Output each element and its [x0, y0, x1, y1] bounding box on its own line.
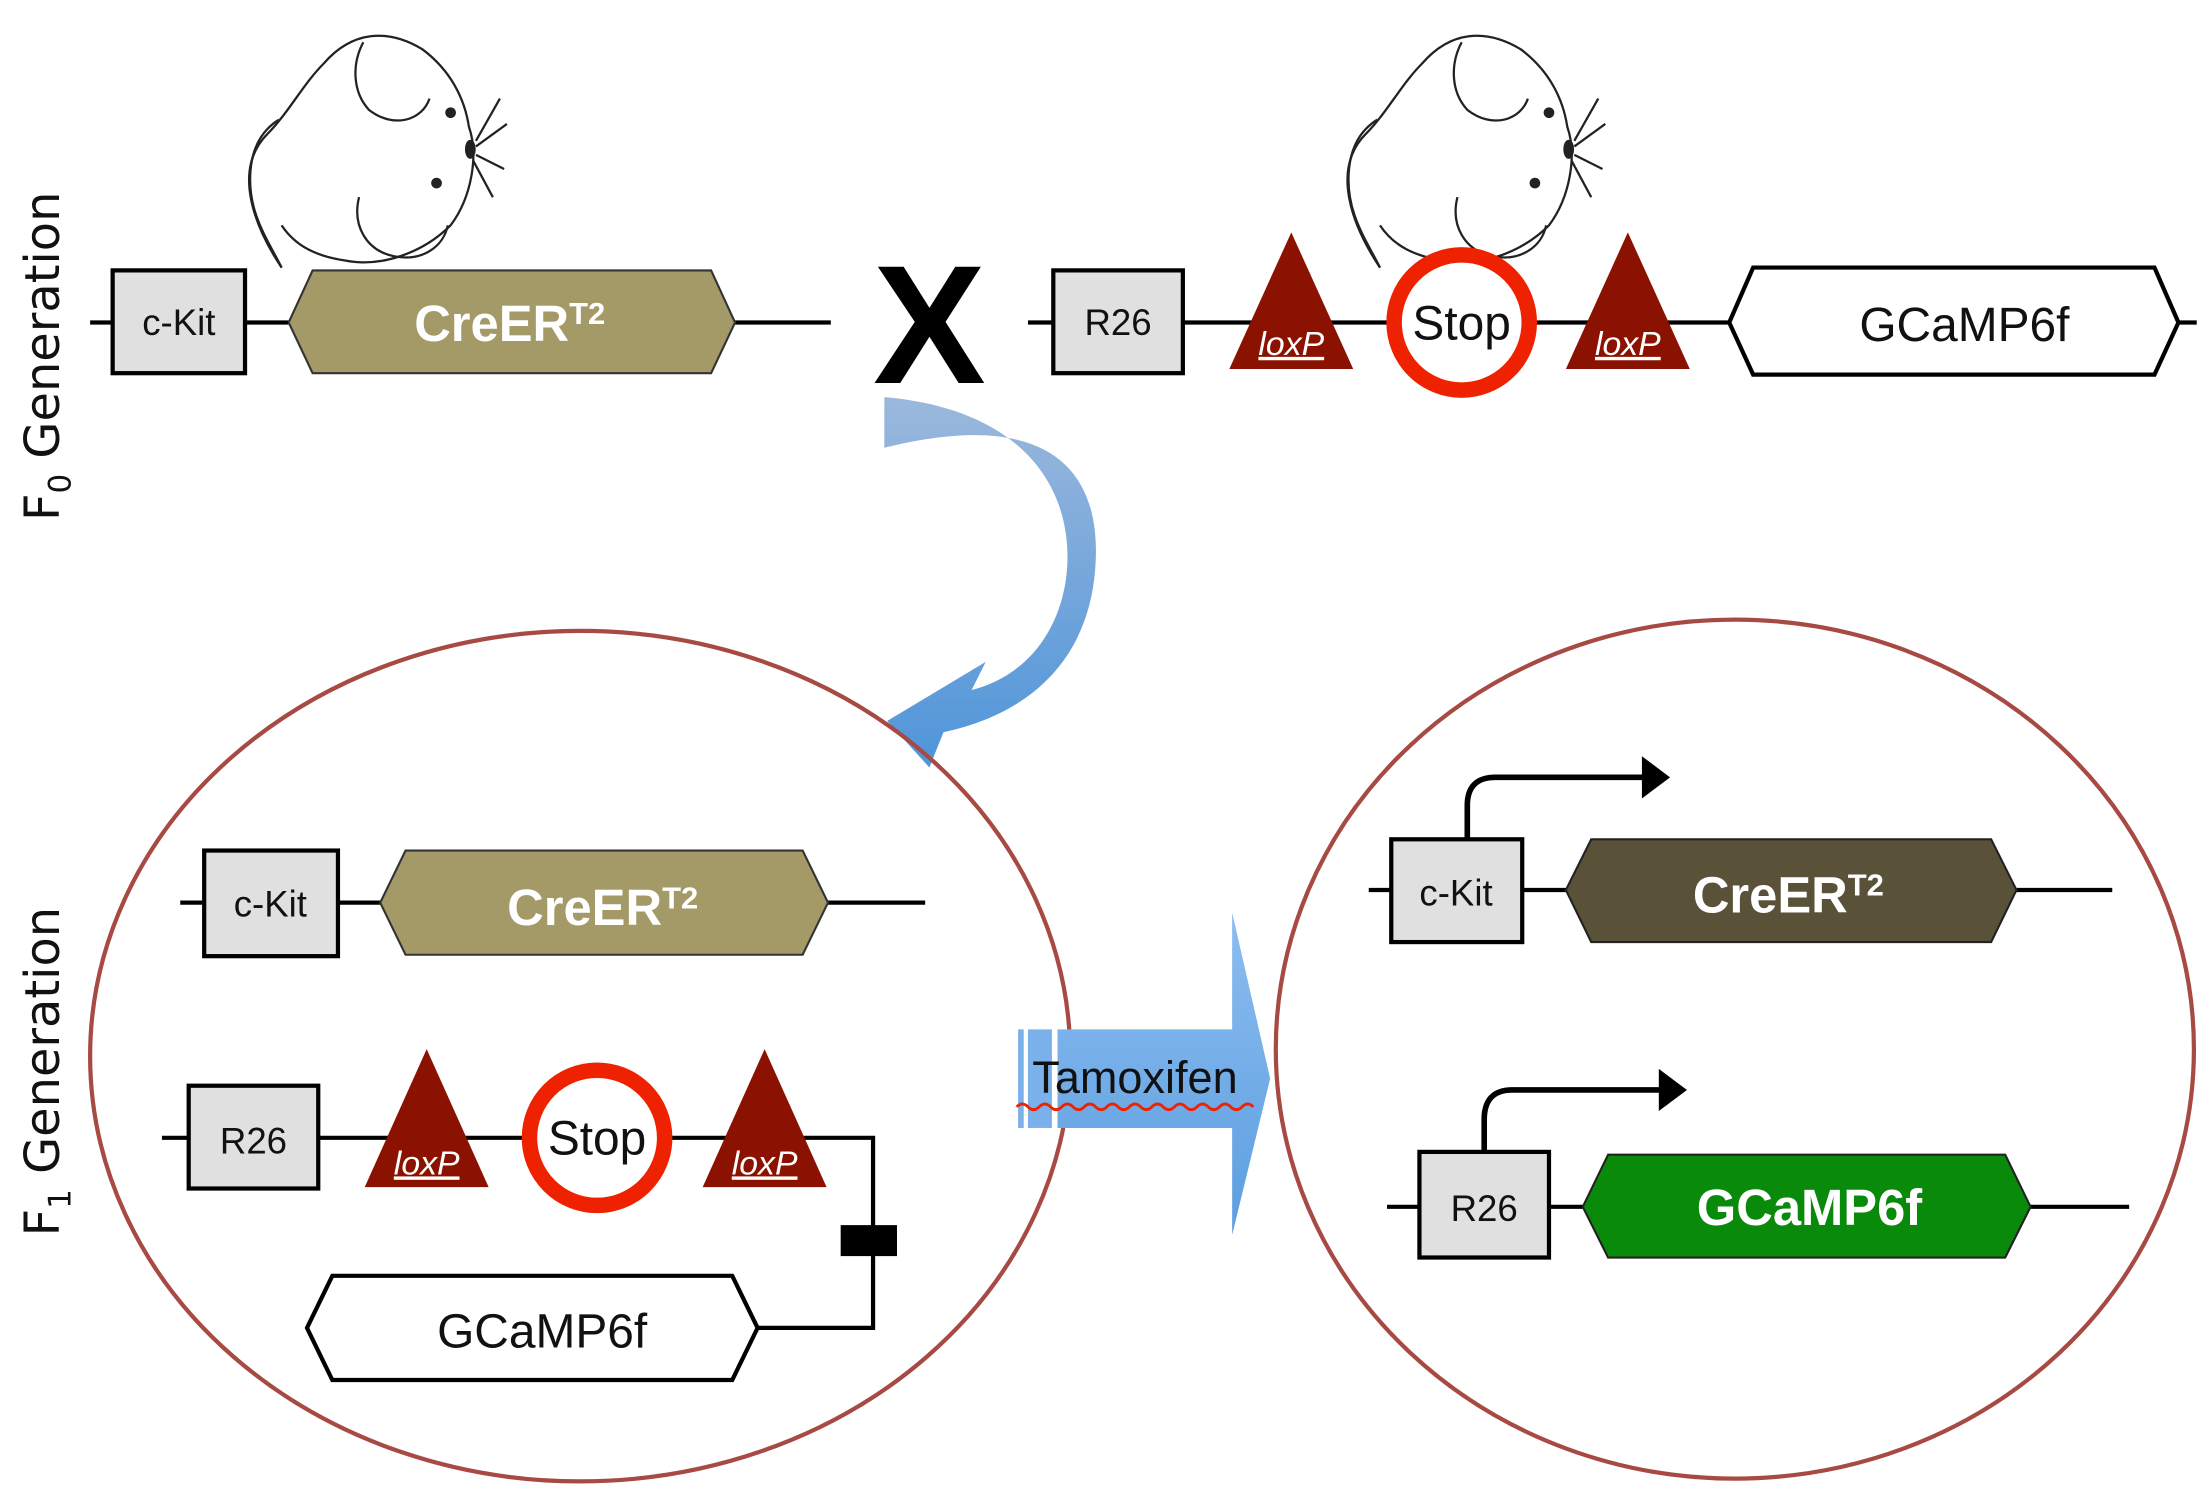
stop-label: Stop [548, 1113, 646, 1166]
promoter-label: c-Kit [234, 884, 307, 925]
gene-label: GCaMP6f [1697, 1179, 1922, 1236]
loxp-triangle [702, 1049, 827, 1188]
creer-gene-active [1564, 838, 2018, 944]
cross-symbol: X [873, 230, 986, 419]
promoter-box [110, 268, 248, 376]
promoter-label: c-Kit [1419, 872, 1492, 913]
loxp-label: loxP [1595, 325, 1661, 363]
stop-cassette [1386, 247, 1538, 398]
gcamp-gene [304, 1273, 760, 1383]
tamoxifen-arrow: Tamoxifen [1015, 912, 1271, 1235]
mouse-icon [1346, 34, 1606, 269]
f1-after-circle [1273, 617, 2197, 1481]
f0-cKit-creer-allele: c-Kit CreERT2 [90, 268, 831, 376]
promoter-label: c-Kit [142, 302, 215, 343]
promoter-box [1051, 268, 1185, 376]
loxp-triangle [1229, 232, 1354, 369]
promoter-box [186, 1083, 321, 1191]
transcription-arrow-icon [1481, 1087, 1662, 1152]
promoter-box [1417, 1149, 1552, 1260]
loxp-label: loxP [732, 1144, 798, 1182]
promoter-label: R26 [1084, 302, 1151, 343]
junction-block [840, 1225, 897, 1257]
stop-label: Stop [1412, 297, 1510, 350]
f0-generation-label: F0 Generation [16, 192, 78, 521]
loxp-triangle [1565, 232, 1690, 369]
creer-gene [379, 849, 830, 956]
gcamp-gene-active [1581, 1153, 2032, 1259]
promoter-label: R26 [220, 1120, 287, 1161]
mouse-icon [247, 34, 508, 269]
f0-r26-gcamp-allele: R26 loxP Stop loxP GCaMP6f [1027, 232, 2197, 398]
gcamp-gene [1726, 265, 2181, 377]
creer-gene [287, 269, 737, 375]
loxp-label: loxP [1258, 325, 1324, 363]
promoter-box [202, 848, 341, 959]
loxp-triangle [364, 1049, 489, 1188]
loxp-label: loxP [394, 1144, 460, 1182]
gene-label: GCaMP6f [437, 1306, 648, 1359]
tamoxifen-label: Tamoxifen [1032, 1052, 1237, 1103]
f1-r26-gcamp-allele: R26 loxP Stop loxP GCaMP6f [161, 1049, 897, 1383]
transcription-arrow-icon [1464, 774, 1645, 840]
gene-label: CreERT2 [414, 295, 605, 352]
promoter-label: R26 [1451, 1188, 1518, 1229]
stop-cassette [521, 1062, 673, 1214]
f1-active-cKit-creer-allele: c-Kit CreERT2 [1368, 756, 2113, 945]
gene-label: CreERT2 [507, 879, 698, 936]
f1-active-r26-gcamp-allele: R26 GCaMP6f [1387, 1068, 2130, 1260]
gene-label: CreERT2 [1693, 867, 1884, 924]
f1-cKit-creer-allele: c-Kit CreERT2 [180, 848, 926, 959]
f1-generation-label: F1 Generation [16, 907, 78, 1236]
gene-label: GCaMP6f [1859, 299, 2070, 352]
promoter-box [1389, 837, 1525, 945]
curved-arrow-icon [884, 397, 1096, 768]
